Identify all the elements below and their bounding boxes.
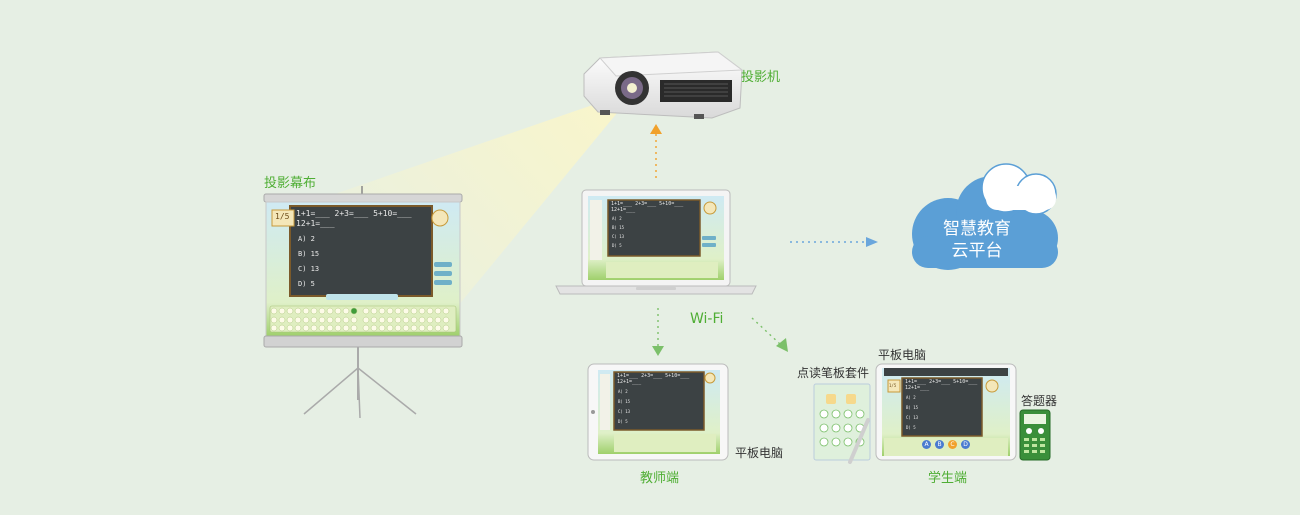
student-option-b: B) 15 xyxy=(906,405,919,410)
label-teacher: 教师端 xyxy=(640,471,680,486)
laptop-option-b: B) 15 xyxy=(612,225,625,230)
projection-screen xyxy=(263,186,463,419)
arrow-head-up xyxy=(650,124,662,134)
label-screen: 投影幕布 xyxy=(264,176,317,191)
arrow-head-down xyxy=(652,346,664,356)
laptop-quiz-line1: 1+1=___ 2+3=___ 5+10=___ xyxy=(611,201,684,207)
cloud-icon xyxy=(912,163,1058,270)
cloud-label: 智慧教育 云平台 xyxy=(918,218,1036,262)
laptop-quiz-line2: 12+1=___ xyxy=(611,207,636,213)
label-projector: 投影机 xyxy=(741,70,781,85)
arrow-head-right xyxy=(866,237,878,247)
answer-button-a[interactable]: A xyxy=(922,440,931,449)
teacher-option-c: C) 13 xyxy=(618,409,631,414)
screen-number-grid xyxy=(270,307,450,332)
projector-icon xyxy=(583,51,744,119)
screen-option-a: A) 2 xyxy=(298,235,315,243)
student-quiz-line2: 12+1=___ xyxy=(905,385,930,391)
student-tablet-icon xyxy=(875,363,1017,461)
screen-counter: 1/5 xyxy=(275,212,290,221)
answer-button-d[interactable]: D xyxy=(961,440,970,449)
screen-option-c: C) 13 xyxy=(298,265,320,273)
student-counter: 1/5 xyxy=(889,383,897,388)
student-option-d: D) 5 xyxy=(906,425,916,430)
teacher-option-b: B) 15 xyxy=(618,399,631,404)
cloud-label-line2: 云平台 xyxy=(951,241,1003,261)
clicker-icon xyxy=(1019,409,1051,461)
teacher-quiz-line2: 12+1=___ xyxy=(617,379,642,385)
teacher-option-a: A) 2 xyxy=(618,389,628,394)
screen-option-d: D) 5 xyxy=(298,280,315,288)
laptop-icon xyxy=(555,189,757,295)
student-option-a: A) 2 xyxy=(906,395,916,400)
arrow-laptop-student xyxy=(751,317,781,345)
teacher-option-d: D) 5 xyxy=(618,419,628,424)
teacher-quiz-line1: 1+1=___ 2+3=___ 5+10=___ xyxy=(617,373,690,379)
answer-button-c[interactable]: C xyxy=(948,440,957,449)
student-quiz-line1: 1+1=___ 2+3=___ 5+10=___ xyxy=(905,379,978,385)
screen-quiz-line1: 1+1=___ 2+3=___ 5+10=___ xyxy=(296,209,412,218)
screen-quiz-line2: 12+1=___ xyxy=(296,219,335,228)
label-student: 学生端 xyxy=(928,471,968,486)
label-clicker: 答题器 xyxy=(1021,394,1058,408)
laptop-option-a: A) 2 xyxy=(612,216,622,221)
label-tablet-teacher: 平板电脑 xyxy=(735,446,784,460)
laptop-option-d: D) 5 xyxy=(612,243,622,248)
label-tablet-student: 平板电脑 xyxy=(878,348,927,362)
answer-button-b[interactable]: B xyxy=(935,440,944,449)
arrow-head-diag xyxy=(776,338,788,352)
student-option-c: C) 13 xyxy=(906,415,919,420)
label-wifi: Wi-Fi xyxy=(690,311,724,327)
laptop-option-c: C) 13 xyxy=(612,234,625,239)
label-pen-kit: 点读笔板套件 xyxy=(797,366,870,380)
pen-kit-icon xyxy=(813,383,871,464)
cloud-label-line1: 智慧教育 xyxy=(943,219,1011,239)
screen-option-b: B) 15 xyxy=(298,250,320,258)
teacher-tablet-icon xyxy=(587,363,729,461)
